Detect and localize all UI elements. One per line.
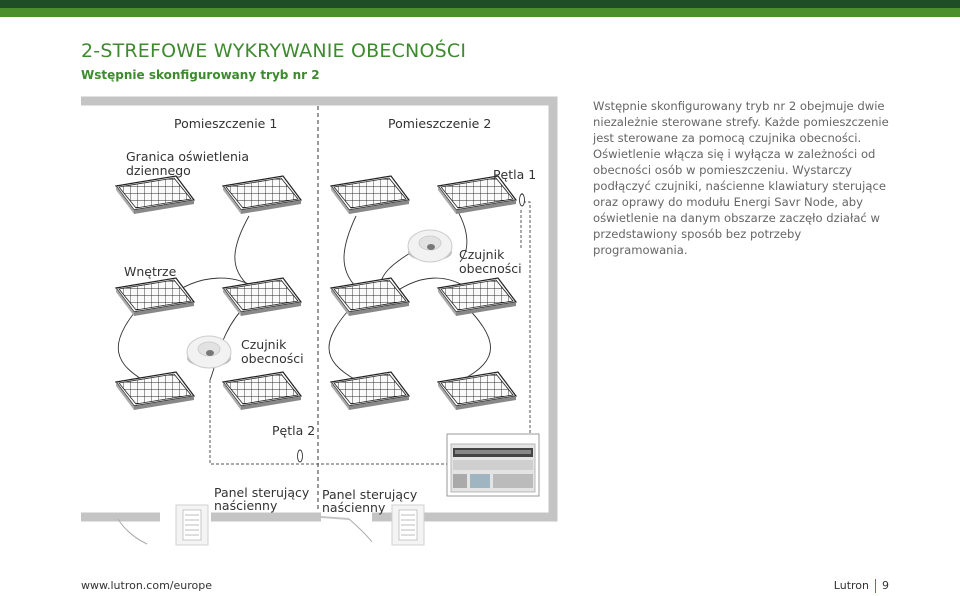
- wall-control-panel-icon: [391, 504, 425, 546]
- light-fixture: [330, 277, 410, 317]
- sensor-2-label-2: obecności: [459, 261, 522, 276]
- wall-control-panel-icon: [175, 504, 209, 546]
- top-bar-dark: [0, 0, 960, 8]
- loop-2-label: Pętla 2: [272, 423, 315, 438]
- footer-brand-page: Lutron 9: [834, 579, 889, 593]
- room-2-label: Pomieszczenie 2: [388, 116, 491, 131]
- top-bar-green: [0, 8, 960, 17]
- footer-brand: Lutron: [833, 579, 869, 592]
- fixtures: [115, 175, 517, 411]
- door-1: [117, 516, 161, 545]
- daylight-boundary-label: Granica oświetlenia: [126, 149, 249, 164]
- daylight-boundary-label-2: dziennego: [126, 163, 191, 178]
- light-fixture: [330, 175, 410, 215]
- loop-wiring: [209, 193, 531, 465]
- energi-savr-node-module: [446, 433, 540, 497]
- light-fixture: [222, 175, 302, 215]
- description-text: Wstępnie skonfigurowany tryb nr 2 obejmu…: [593, 99, 889, 257]
- light-fixture: [437, 277, 517, 317]
- light-fixture: [437, 371, 517, 411]
- light-fixture: [115, 175, 195, 215]
- loop-2-marker: [297, 449, 303, 463]
- occupancy-sensor-icon: [186, 335, 232, 369]
- page-number: 9: [882, 579, 889, 592]
- light-fixture: [115, 371, 195, 411]
- sensor-1-label-2: obecności: [241, 351, 304, 366]
- wall-panel-1-label: Panel sterujący: [214, 485, 310, 500]
- sensor-2-label: Czujnik: [459, 247, 505, 262]
- room-1-label: Pomieszczenie 1: [174, 116, 277, 131]
- interior-label: Wnętrze: [124, 264, 177, 279]
- light-fixture: [115, 277, 195, 317]
- loop-1-label: Pętla 1: [493, 167, 536, 182]
- wall-panel-1-label-2: naścienny: [214, 498, 278, 513]
- sensor-1-label: Czujnik: [241, 337, 287, 352]
- light-fixture: [222, 277, 302, 317]
- light-fixture: [330, 371, 410, 411]
- footer-separator: [875, 579, 876, 593]
- wall-panel-2-label-2: naścienny: [322, 500, 386, 515]
- footer-url: www.lutron.com/europe: [81, 579, 212, 592]
- occupancy-sensor-icon: [407, 229, 453, 263]
- page-subtitle: Wstępnie skonfigurowany tryb nr 2: [81, 68, 320, 82]
- loop-1-marker: [519, 193, 525, 207]
- building-walls: [81, 96, 558, 522]
- page-title: 2-STREFOWE WYKRYWANIE OBECNOŚCI: [81, 40, 467, 62]
- light-fixture: [222, 371, 302, 411]
- wall-panel-2-label: Panel sterujący: [322, 487, 418, 502]
- door-2: [320, 516, 373, 543]
